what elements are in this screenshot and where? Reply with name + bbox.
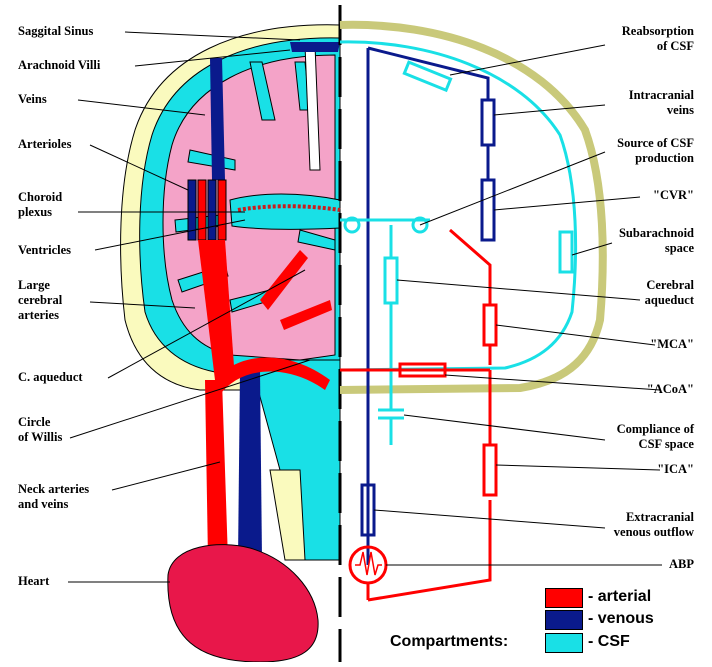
label-large-cerebral-arteries: Large cerebral arteries: [18, 278, 62, 323]
spinal-column: [270, 470, 305, 560]
label-subarachnoid: Subarachnoid space: [619, 226, 694, 256]
label-veins: Veins: [18, 92, 47, 107]
venous-neck: [238, 370, 262, 560]
legend-compartments-title: Compartments:: [390, 633, 508, 651]
legend-label-csf: - CSF: [588, 633, 630, 651]
label-neck-arteries-veins: Neck arteries and veins: [18, 482, 89, 512]
arterial-wire: [368, 500, 490, 600]
label-compliance: Compliance of CSF space: [617, 422, 694, 452]
label-arterioles: Arterioles: [18, 137, 71, 152]
legend-swatch-arterial: [545, 588, 583, 608]
label-abp: ABP: [669, 557, 694, 572]
circuit-right-half: [340, 25, 603, 600]
legend-swatch-venous: [545, 610, 583, 630]
label-intracranial-veins: Intracranial veins: [629, 88, 694, 118]
label-mca: "MCA": [650, 337, 694, 352]
cvr-resistor: [482, 180, 494, 240]
label-ica: "ICA": [657, 462, 694, 477]
label-circle-of-willis: Circle of Willis: [18, 415, 62, 445]
label-heart: Heart: [18, 574, 49, 589]
label-arachnoid-villi: Arachnoid Villi: [18, 58, 100, 73]
heart-shape: [168, 545, 318, 662]
label-c-aqueduct: C. aqueduct: [18, 370, 83, 385]
label-choroid-plexus: Choroid plexus: [18, 190, 62, 220]
cerebral-aqueduct-resistor: [385, 258, 397, 303]
subarachnoid-resistor: [560, 232, 572, 272]
intracranial-veins-resistor: [482, 100, 494, 145]
legend-label-venous: - venous: [588, 610, 654, 628]
label-extracranial: Extracranial venous outflow: [614, 510, 694, 540]
compliance-capacitor: [378, 410, 404, 445]
anatomy-left-half: [121, 25, 340, 662]
neck-arteries: [205, 380, 228, 560]
ica-resistor: [484, 445, 496, 495]
label-reabsorption: Reabsorption of CSF: [622, 24, 694, 54]
sagittal-sinus: [290, 42, 340, 52]
label-source-csf: Source of CSF production: [617, 136, 694, 166]
ventricles: [230, 194, 340, 229]
label-cerebral-aqueduct: Cerebral aqueduct: [645, 278, 694, 308]
skull-outline-right: [340, 25, 603, 390]
legend-swatch-csf: [545, 633, 583, 653]
mca-resistor: [484, 305, 496, 345]
label-cvr: "CVR": [653, 188, 694, 203]
label-saggital-sinus: Saggital Sinus: [18, 24, 93, 39]
label-ventricles: Ventricles: [18, 243, 71, 258]
label-acoa: "ACoA": [647, 382, 694, 397]
legend-label-arterial: - arterial: [588, 588, 651, 606]
